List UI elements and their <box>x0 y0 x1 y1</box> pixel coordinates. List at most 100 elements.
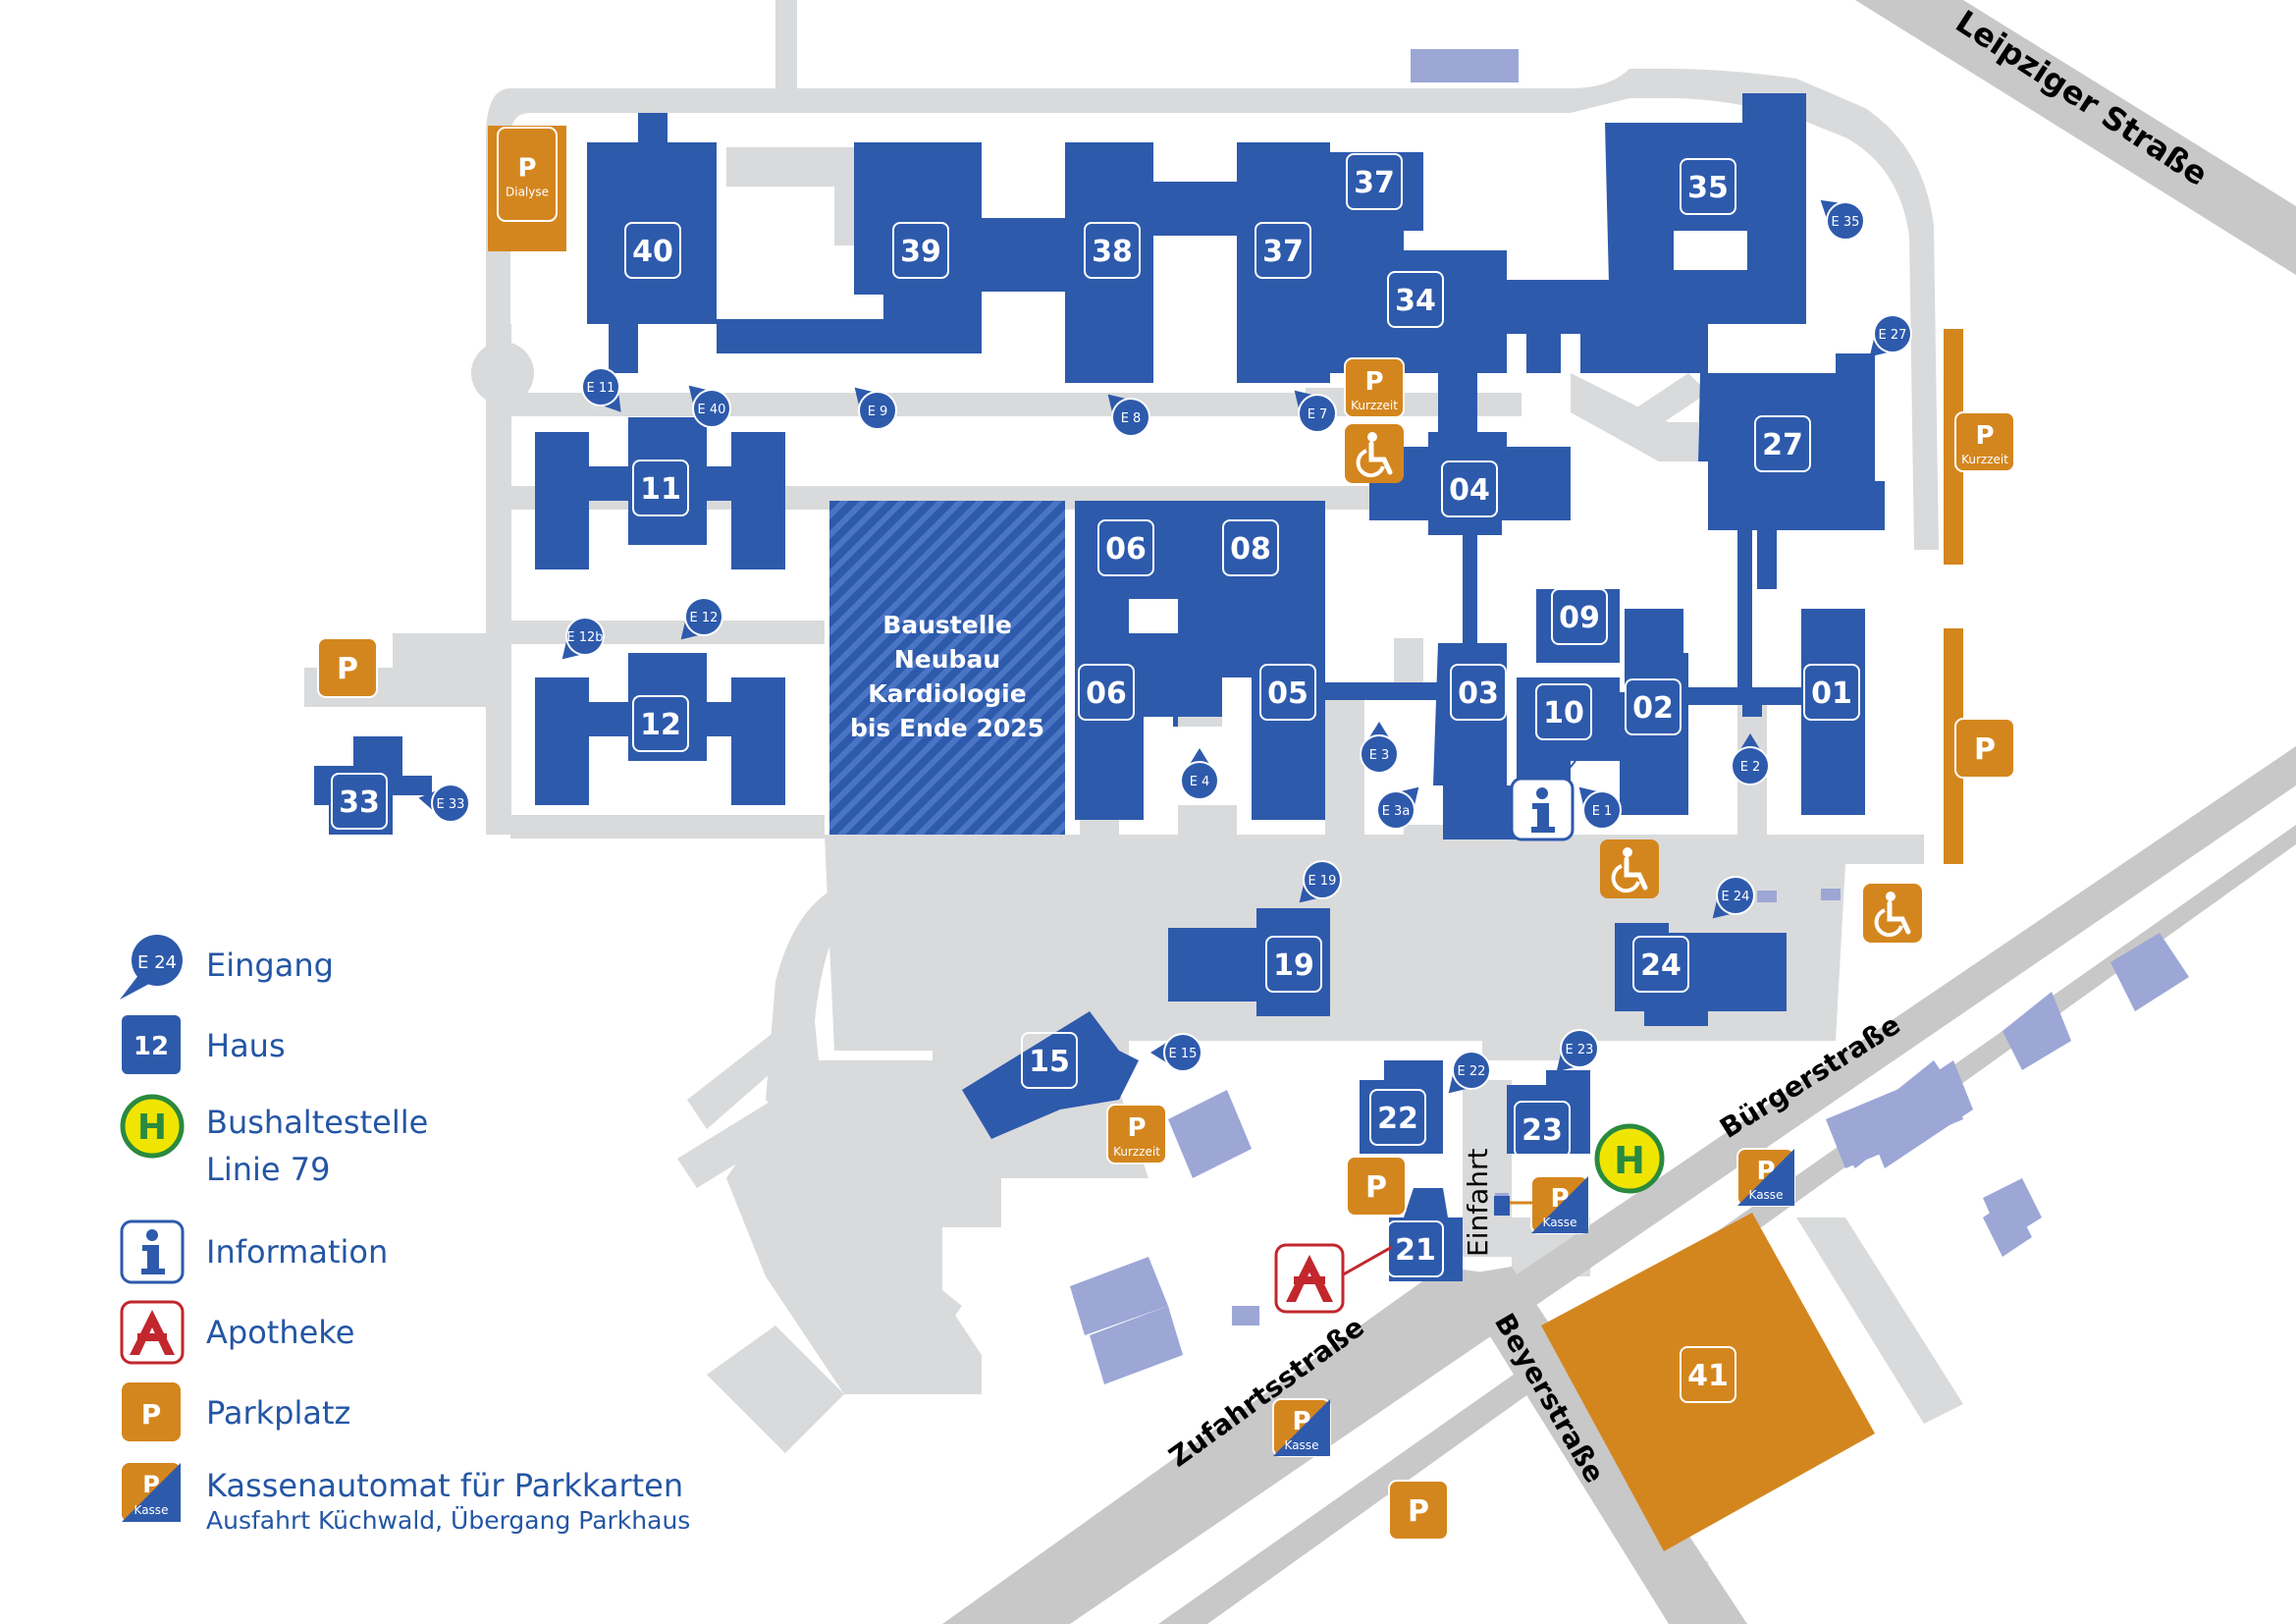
entrance-1[interactable]: E 1 <box>1578 786 1622 830</box>
pharmacy-sign[interactable] <box>1274 1243 1393 1314</box>
entrance-23[interactable]: E 23 <box>1556 1029 1599 1072</box>
parking-symbol: P <box>1408 1494 1429 1529</box>
entrance-label: E 8 <box>1121 411 1142 426</box>
parking-south-1[interactable]: P <box>1346 1156 1407 1217</box>
house-number: 09 <box>1559 601 1600 635</box>
entrance-24[interactable]: E 24 <box>1712 876 1755 919</box>
entrance-label: E 33 <box>437 797 465 812</box>
wheelchair-signs <box>1345 424 1922 943</box>
house-40[interactable]: 40 <box>624 222 681 279</box>
entrance-27[interactable]: E 27 <box>1869 314 1912 357</box>
house-02[interactable]: 02 <box>1625 678 1682 735</box>
house-27[interactable]: 27 <box>1754 415 1811 472</box>
house-11[interactable]: 11 <box>632 460 689 516</box>
legend-house-label: Haus <box>206 1027 286 1064</box>
house-23[interactable]: 23 <box>1514 1101 1571 1158</box>
legend-bus-label: Bushaltestelle <box>206 1104 429 1141</box>
entrance-8[interactable]: E 8 <box>1107 394 1150 437</box>
house-08[interactable]: 08 <box>1222 519 1279 576</box>
entrance-40[interactable]: E 40 <box>688 385 731 428</box>
house-number: 22 <box>1377 1102 1418 1136</box>
bus-stop[interactable]: H <box>1594 1123 1665 1194</box>
entrance-label: E 3a <box>1382 804 1411 819</box>
entrance-15[interactable]: E 15 <box>1150 1033 1202 1072</box>
entrance-3[interactable]: E 3 <box>1360 722 1399 774</box>
house-number: 06 <box>1086 677 1127 711</box>
house-number: 03 <box>1458 677 1499 711</box>
entrance-label: E 22 <box>1458 1064 1486 1079</box>
house-24[interactable]: 24 <box>1632 936 1689 993</box>
entrance-35[interactable]: E 35 <box>1820 199 1865 241</box>
information-point[interactable] <box>1510 760 1576 841</box>
house-21[interactable]: 21 <box>1387 1220 1444 1277</box>
entrance-4[interactable]: E 4 <box>1180 748 1219 800</box>
house-37a[interactable]: 37 <box>1255 222 1311 279</box>
parking-symbol: P <box>1364 367 1383 397</box>
legend-entrance: E 24 Eingang <box>108 933 795 1011</box>
entrance-9[interactable]: E 9 <box>854 387 897 430</box>
house-35[interactable]: 35 <box>1680 158 1736 215</box>
parking-garage-41[interactable] <box>1541 1213 1875 1551</box>
entrance-3a[interactable]: E 3a <box>1376 786 1419 830</box>
entrance-label: E 35 <box>1832 215 1860 230</box>
parking-tag: Kurzzeit <box>1113 1145 1160 1159</box>
legend-info: Information <box>108 1218 795 1296</box>
house-22[interactable]: 22 <box>1369 1089 1426 1146</box>
entrance-label: E 1 <box>1592 804 1613 819</box>
parking-tag: Kasse <box>1543 1216 1577 1229</box>
construction-line-2: Neubau <box>894 645 1000 674</box>
entrance-label: E 7 <box>1308 407 1328 422</box>
entrance-19[interactable]: E 19 <box>1299 860 1342 903</box>
house-39[interactable]: 39 <box>892 222 949 279</box>
parking-west[interactable]: P <box>317 637 378 698</box>
house-04[interactable]: 04 <box>1441 460 1498 517</box>
entrance-12[interactable]: E 12 <box>680 597 723 640</box>
entrance-11[interactable]: E 11 <box>581 367 621 412</box>
parking-east[interactable]: P <box>1954 718 2015 779</box>
entrance-22[interactable]: E 22 <box>1448 1051 1491 1094</box>
house-38[interactable]: 38 <box>1084 222 1141 279</box>
house-33[interactable]: 33 <box>331 773 388 830</box>
house-number: 24 <box>1640 948 1682 983</box>
legend-kasse-symbol: P <box>142 1471 160 1498</box>
house-number: 35 <box>1687 171 1729 205</box>
parking-tag: Dialyse <box>506 186 549 199</box>
construction-line-4: bis Ende 2025 <box>850 714 1044 742</box>
bus-stop-symbol: H <box>1614 1139 1645 1182</box>
house-01[interactable]: 01 <box>1803 664 1860 721</box>
entrance-2[interactable]: E 2 <box>1731 733 1770 785</box>
entrance-markers: E 35 E 27 E 11 E 40 E 9 E 8 E 7 E 12b E 12 E 33 E … <box>418 199 1912 1094</box>
house-37b[interactable]: 37 <box>1346 153 1403 210</box>
entrance-33[interactable]: E 33 <box>418 784 470 823</box>
house-06b[interactable]: 06 <box>1078 664 1135 721</box>
house-19[interactable]: 19 <box>1265 936 1322 993</box>
house-09[interactable]: 09 <box>1551 588 1608 645</box>
house-05[interactable]: 05 <box>1259 664 1316 721</box>
house-06a[interactable]: 06 <box>1097 519 1154 576</box>
wheelchair-east-icon <box>1863 884 1922 943</box>
house-number: 04 <box>1449 473 1490 508</box>
entrance-7[interactable]: E 7 <box>1294 390 1337 433</box>
house-34[interactable]: 34 <box>1387 271 1444 328</box>
entrance-label: E 12 <box>690 611 719 625</box>
house-41[interactable]: 41 <box>1680 1346 1736 1403</box>
parking-south-2[interactable]: P <box>1388 1480 1449 1541</box>
house-03[interactable]: 03 <box>1450 664 1507 721</box>
entrance-label: E 40 <box>698 403 726 417</box>
house-number: 34 <box>1395 284 1436 318</box>
entrance-marker-icon: E 24 <box>120 935 183 1000</box>
house-12[interactable]: 12 <box>632 695 689 752</box>
construction-line-1: Baustelle <box>882 611 1012 639</box>
info-icon <box>120 1219 185 1284</box>
house-15[interactable]: 15 <box>1021 1032 1078 1089</box>
parking-symbol: P <box>1975 421 1994 451</box>
entrance-12b[interactable]: E 12b <box>561 617 605 660</box>
house-10[interactable]: 10 <box>1535 683 1592 740</box>
